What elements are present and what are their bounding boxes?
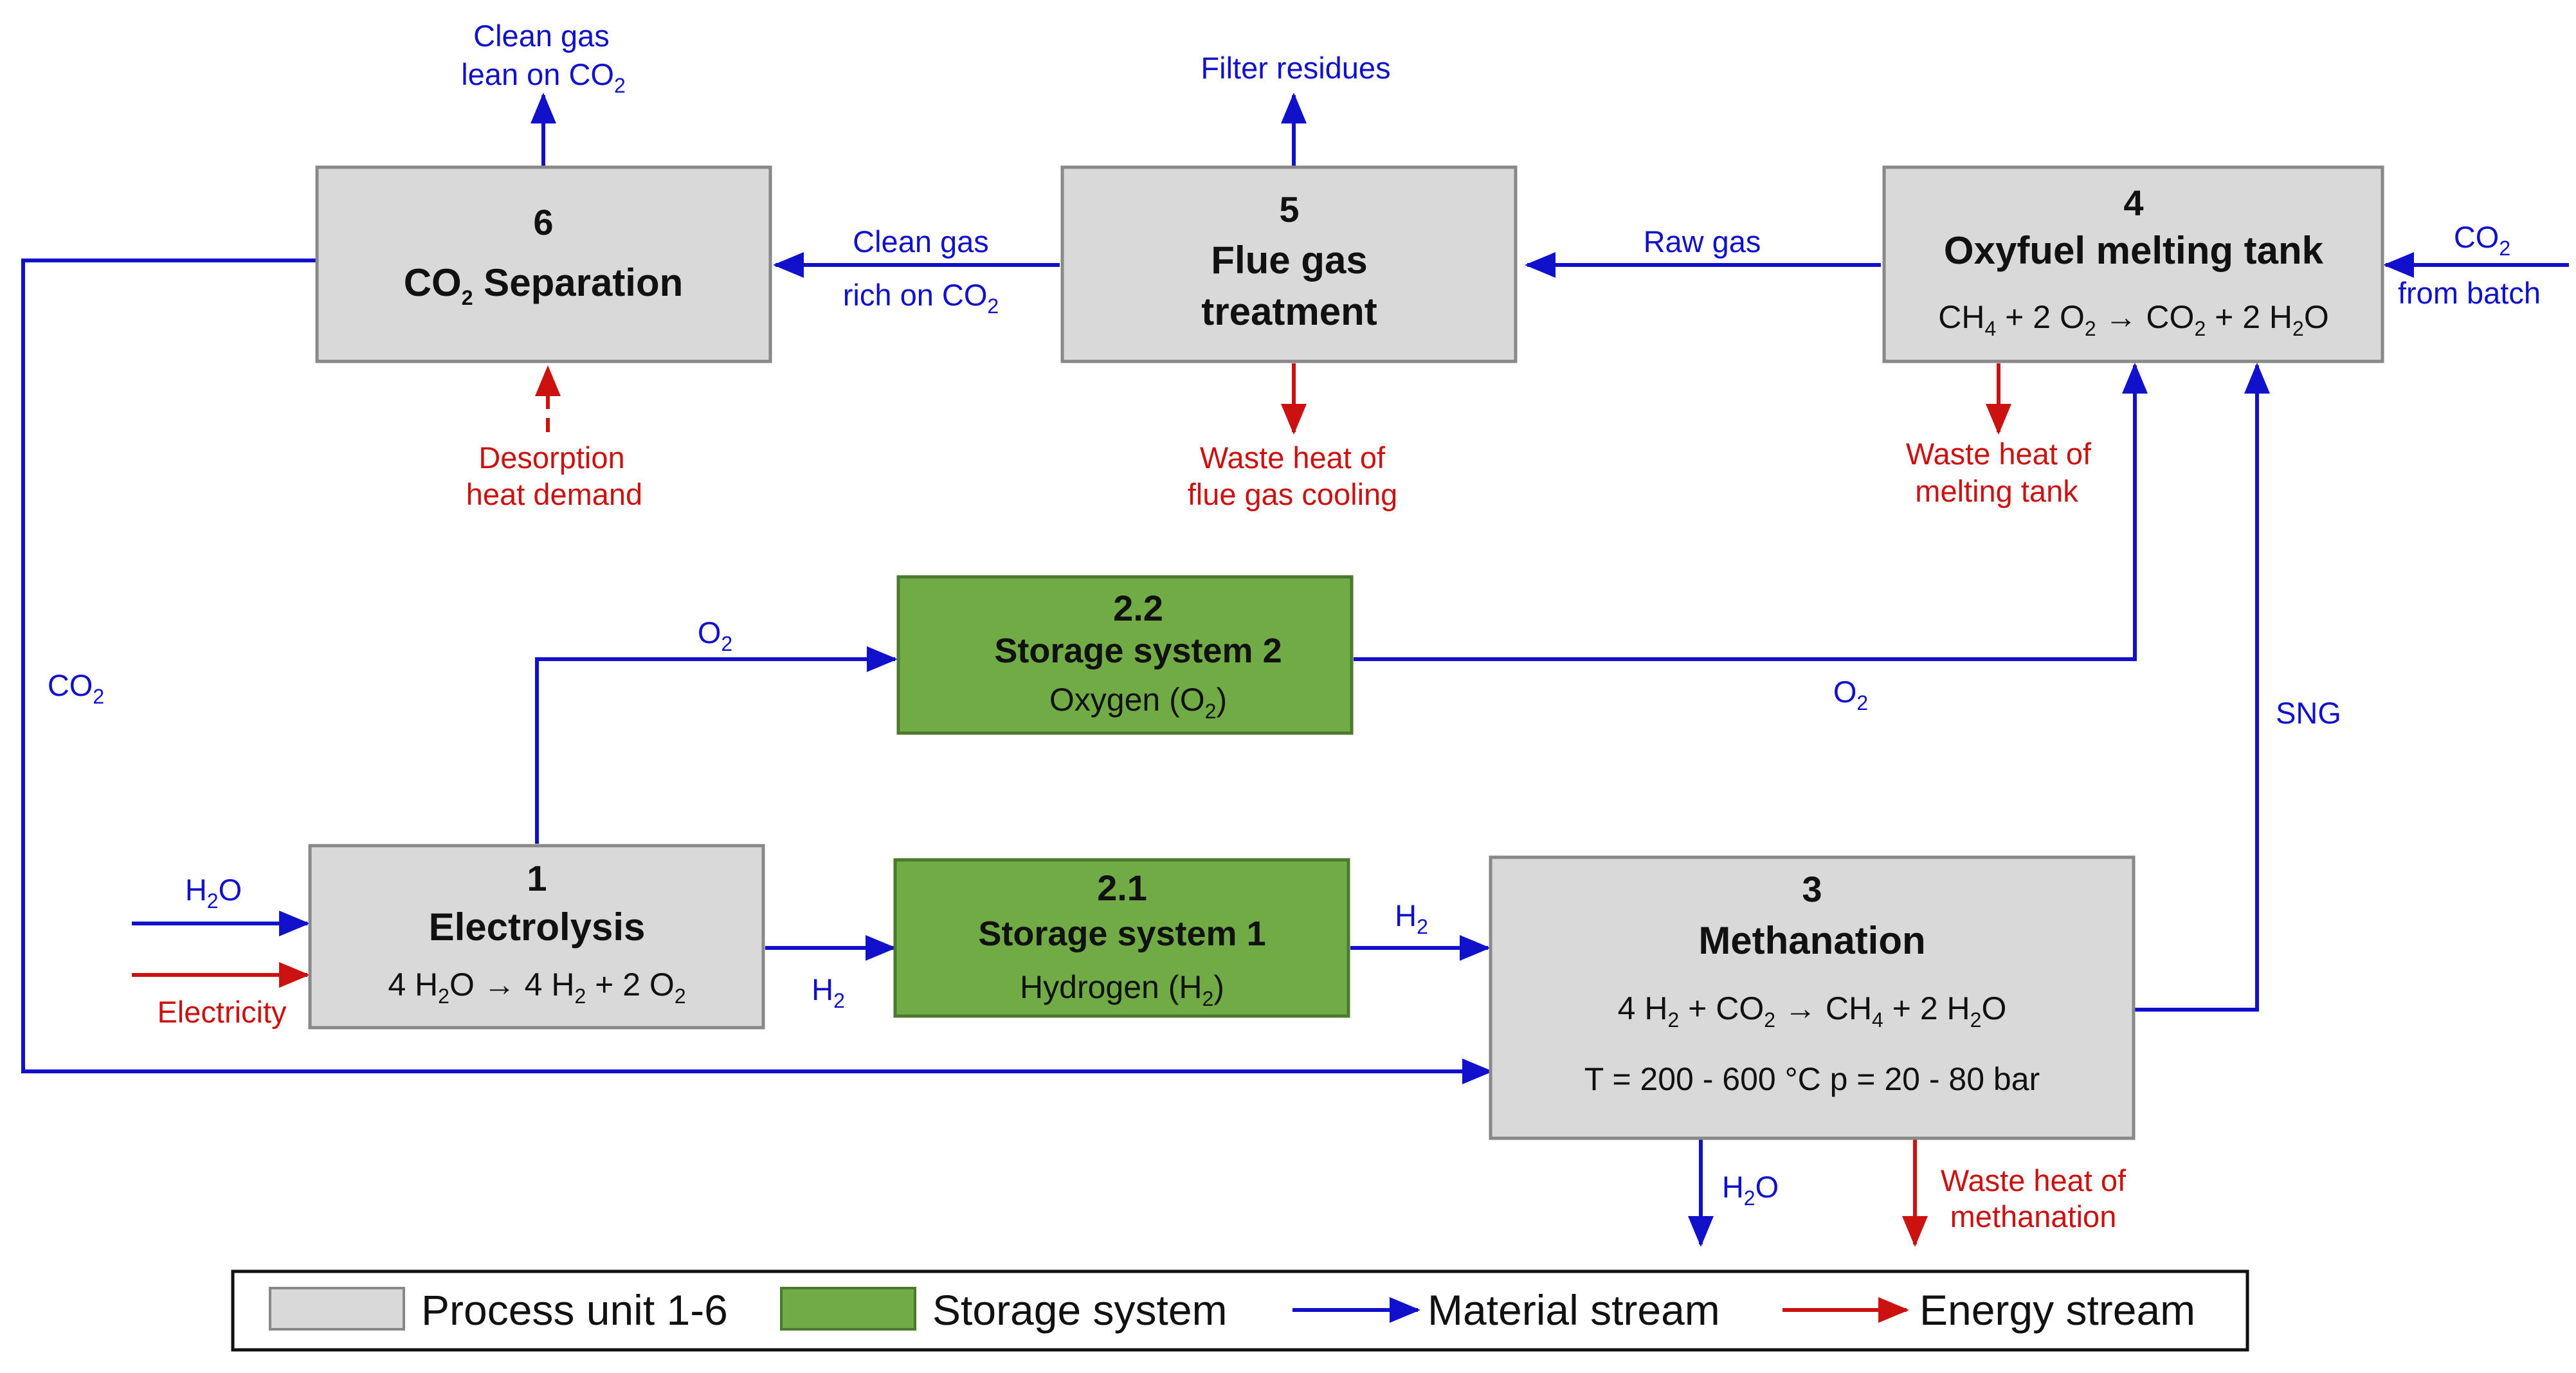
box-22-title: Storage system 2 <box>994 632 1282 670</box>
box-methanation: 3 Methanation 4 H2 + CO2 → CH4 + 2 H2O T… <box>1489 855 2136 1140</box>
label-h2o-out: H2O <box>1722 1170 1779 1210</box>
box-4-title: Oxyfuel melting tank <box>1944 229 2324 272</box>
box-22-subtitle: Oxygen (O2) <box>1049 682 1227 723</box>
box-21-title: Storage system 1 <box>978 914 1265 953</box>
box-storage-system-1: 2.1 Storage system 1 Hydrogen (H2) <box>893 858 1350 1018</box>
box-1-equation: 4 H2O → 4 H2 + 2 O2 <box>388 967 685 1008</box>
box-21-number: 2.1 <box>1097 868 1147 908</box>
label-co2-left: CO2 <box>48 668 104 708</box>
label-o2-top: O2 <box>698 615 732 655</box>
box-1-title: Electrolysis <box>429 905 646 949</box>
arrow-o2-to-melting <box>1354 363 2148 661</box>
box-6-title: CO2 Separation <box>404 261 684 309</box>
box-22-number: 2.2 <box>1113 588 1163 628</box>
label-waste-melt-1: Waste heat of <box>1906 437 2092 471</box>
label-sng: SNG <box>2276 696 2341 730</box>
legend-frame <box>231 1269 2249 1352</box>
legend-process: Process unit 1-6 <box>421 1286 728 1334</box>
box-5-title-line1: Flue gas <box>1211 239 1367 282</box>
box-flue-gas-treatment: 5 Flue gas treatment <box>1060 165 1518 363</box>
legend-storage: Storage system <box>932 1286 1228 1334</box>
label-co2-batch-2: from batch <box>2398 276 2541 310</box>
label-clean-gas-lean-1: Clean gas <box>473 19 610 53</box>
label-h2-low: H2 <box>812 972 845 1012</box>
label-raw-gas: Raw gas <box>1644 224 1761 259</box>
box-6-number: 6 <box>533 202 553 242</box>
box-5-title-line2: treatment <box>1201 290 1377 333</box>
box-3-number: 3 <box>1802 869 1822 909</box>
legend-swatch-storage <box>780 1287 916 1331</box>
label-clean-gas-lean-2: lean on CO2 <box>461 57 626 97</box>
label-h2o-in: H2O <box>185 873 242 913</box>
box-21-subtitle: Hydrogen (H2) <box>1020 969 1224 1010</box>
box-4-equation: CH4 + 2 O2 → CO2 + 2 H2O <box>1938 299 2328 340</box>
label-clean-gas-rich-1: Clean gas <box>853 224 989 259</box>
label-clean-gas-rich-2: rich on CO2 <box>843 278 999 318</box>
label-waste-flue-2: flue gas cooling <box>1188 477 1398 511</box>
box-4-number: 4 <box>2123 183 2143 223</box>
legend-swatch-process <box>269 1287 405 1331</box>
box-5-number: 5 <box>1279 189 1299 230</box>
label-electricity: Electricity <box>157 995 287 1029</box>
box-co2-separation: 6 CO2 Separation <box>315 165 772 363</box>
label-waste-meth-2: methanation <box>1950 1199 2117 1233</box>
legend-material: Material stream <box>1428 1286 1720 1334</box>
label-h2-right: H2 <box>1395 898 1428 938</box>
box-electrolysis: 1 Electrolysis 4 H2O → 4 H2 + 2 O2 <box>308 844 765 1030</box>
material-streams <box>21 93 2569 1247</box>
box-3-equation: 4 H2 + CO2 → CH4 + 2 H2O <box>1618 990 2007 1032</box>
label-waste-meth-1: Waste heat of <box>1941 1163 2127 1197</box>
legend-energy: Energy stream <box>1919 1286 2195 1334</box>
label-filter-residues: Filter residues <box>1201 51 1390 85</box>
box-3-conditions: T = 200 - 600 °C p = 20 - 80 bar <box>1584 1061 2040 1097</box>
legend: Process unit 1-6 Storage system Material… <box>231 1269 2249 1352</box>
label-desorption-2: heat demand <box>466 477 642 511</box>
arrow-sng <box>2135 363 2270 1012</box>
arrow-o2-to-storage <box>535 646 898 844</box>
energy-streams <box>132 363 2011 1247</box>
label-waste-melt-2: melting tank <box>1915 474 2078 508</box>
box-3-title: Methanation <box>1698 919 1925 962</box>
box-oxyfuel-melting-tank: 4 Oxyfuel melting tank CH4 + 2 O2 → CO2 … <box>1882 165 2384 363</box>
label-o2-right: O2 <box>1833 675 1868 714</box>
label-co2-batch-1: CO2 <box>2454 220 2510 260</box>
arrow-co2-recycle <box>21 259 1493 1084</box>
box-1-number: 1 <box>527 858 547 898</box>
box-storage-system-2: 2.2 Storage system 2 Oxygen (O2) <box>896 575 1354 735</box>
label-waste-flue-1: Waste heat of <box>1200 441 1386 475</box>
label-desorption-1: Desorption <box>478 441 624 475</box>
